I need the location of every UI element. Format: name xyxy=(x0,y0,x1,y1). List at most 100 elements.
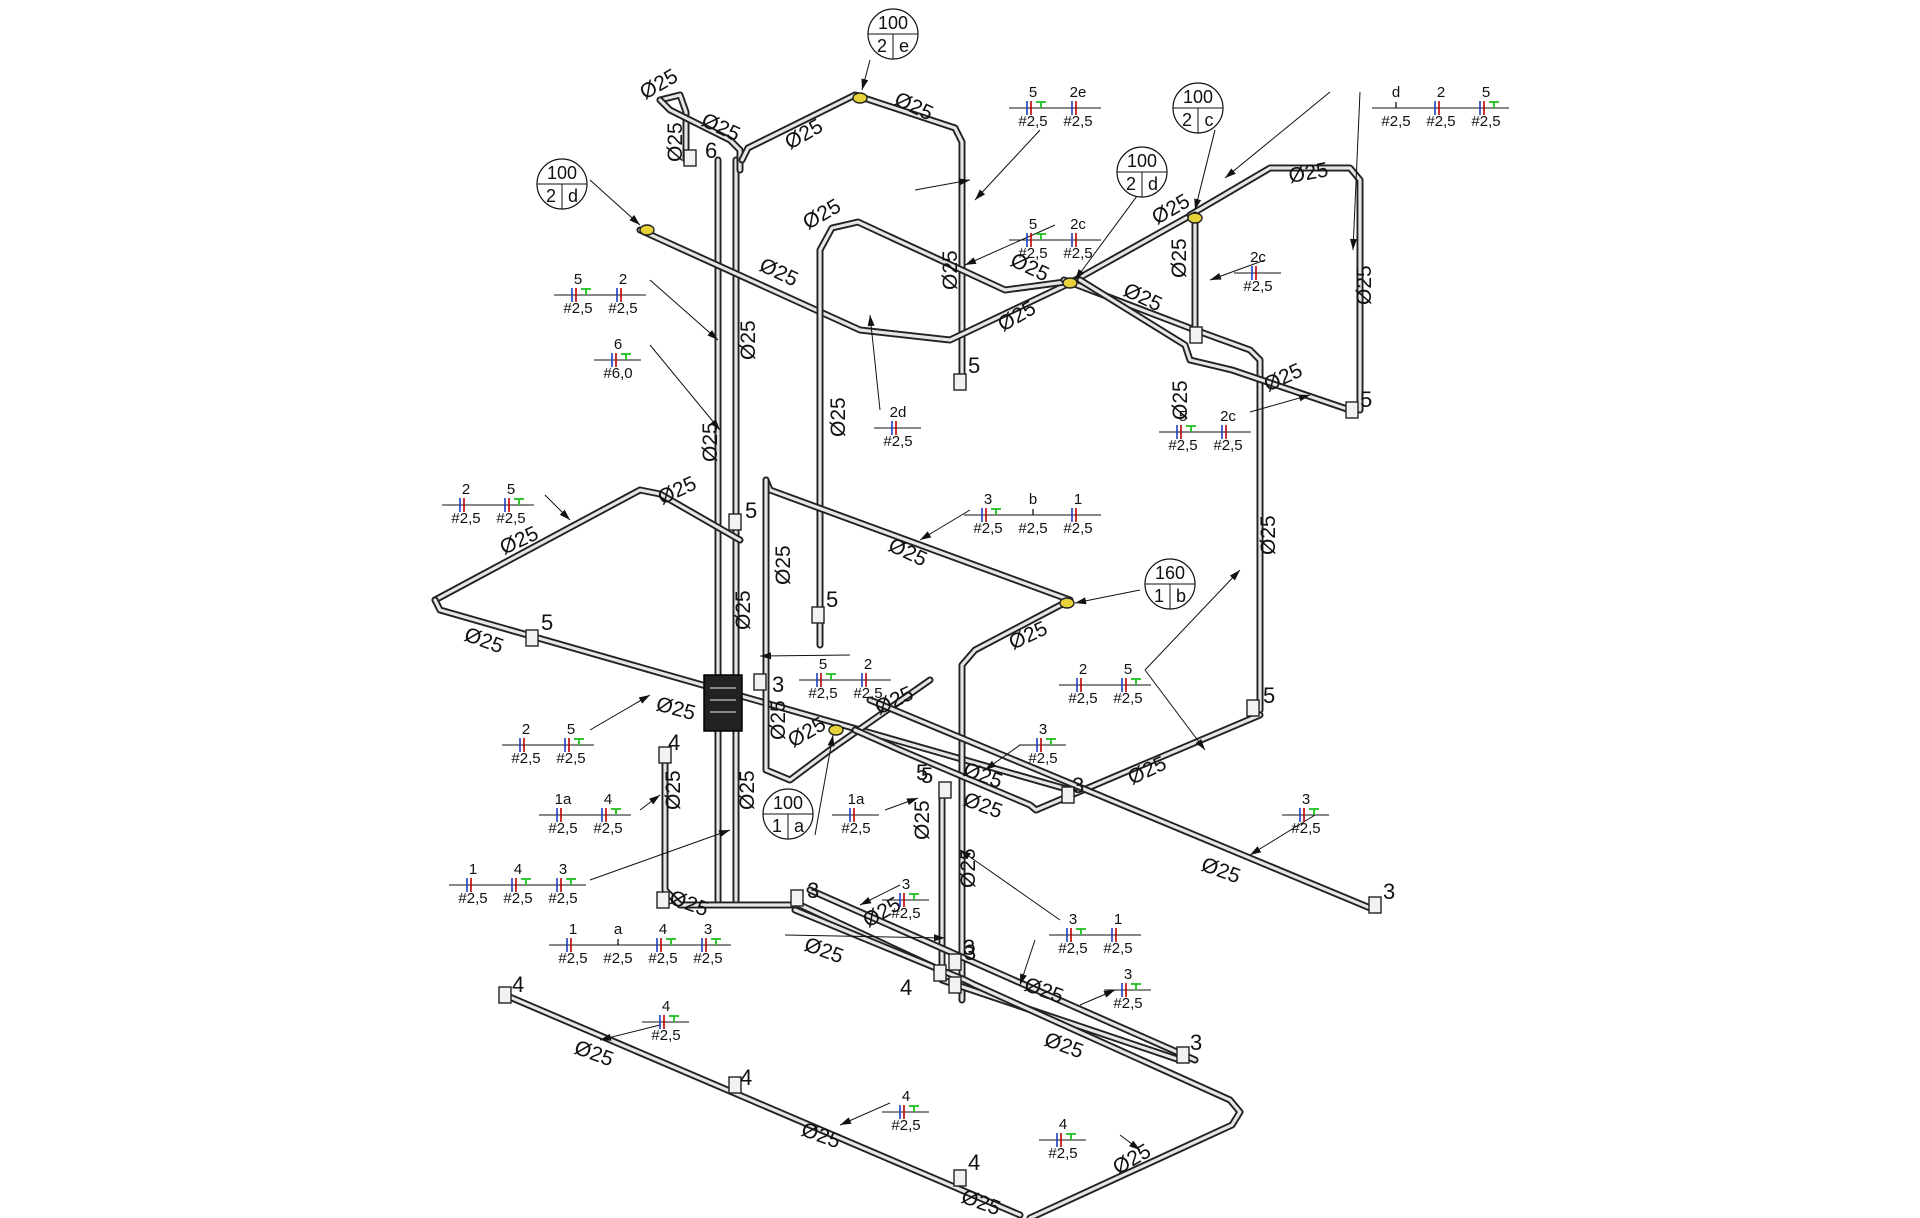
section-label: #2,5 xyxy=(1068,690,1097,707)
circuit-label: 5 xyxy=(574,271,582,288)
box-label: 3 xyxy=(963,935,975,960)
cable-annotation: 3#2,5 xyxy=(1104,966,1151,1012)
luminaire-switch: d xyxy=(568,186,578,206)
section-label: #2,5 xyxy=(1018,113,1047,130)
conduit-label: Ø25 xyxy=(885,534,931,572)
box-label: 3 xyxy=(964,940,976,965)
outlet-box xyxy=(933,964,947,982)
luminaire-symbol: 100 2 e xyxy=(867,8,919,60)
box-label: 5 xyxy=(541,610,553,635)
circuit-label: 3 xyxy=(1069,911,1077,928)
luminaire-point xyxy=(1062,277,1078,289)
conduit-run-core xyxy=(818,220,1082,647)
leader-arrowhead xyxy=(906,798,918,806)
outlet-box xyxy=(948,953,962,971)
conduit-runs xyxy=(431,91,1379,1218)
outlet-box xyxy=(753,673,767,691)
conduit-run xyxy=(431,486,744,604)
conduit-run-core xyxy=(868,698,1377,912)
cable-annotation: 2#2,55#2,5 xyxy=(502,721,594,767)
conduit-label: Ø25 xyxy=(911,800,934,840)
section-label: #2,5 xyxy=(1048,1145,1077,1162)
circuit-label: a xyxy=(614,921,623,938)
luminaire-symbol: 100 1 a xyxy=(762,788,814,840)
leader-arrowhead xyxy=(960,850,972,860)
conduit-label: Ø25 xyxy=(827,397,850,437)
outlet-box xyxy=(728,513,742,531)
section-label: #2,5 xyxy=(1113,995,1142,1012)
section-label: #2,5 xyxy=(1063,245,1092,262)
circuit-label: 2 xyxy=(1437,84,1445,101)
section-label: #2,5 xyxy=(1471,113,1500,130)
luminaire-switch: e xyxy=(899,36,909,56)
outlet-box xyxy=(953,1169,967,1187)
cable-annotation-group: 5#2,52e#2,55#2,52c#2,5d#2,52#2,55#2,52c#… xyxy=(442,84,1509,1162)
conduit-label: Ø25 xyxy=(1021,973,1066,1008)
leader-line xyxy=(1194,129,1216,211)
box-label: 5 xyxy=(968,353,980,378)
circuit-label: 2e xyxy=(1070,84,1087,101)
section-label: #2,5 xyxy=(841,820,870,837)
box-label: 3 xyxy=(772,672,784,697)
circuit-label: 5 xyxy=(819,656,827,673)
outlet-box xyxy=(728,1076,742,1094)
section-label: #2,5 xyxy=(853,685,882,702)
leader-arrowhead xyxy=(1020,973,1027,985)
section-label: #6,0 xyxy=(603,365,632,382)
leader-line xyxy=(589,179,641,226)
box-label: 5 xyxy=(916,760,928,785)
leader-arrowhead xyxy=(638,695,650,704)
leader-arrowhead xyxy=(965,257,977,265)
outlet-box xyxy=(658,746,672,764)
cable-annotation: 1#2,5a#2,54#2,53#2,5 xyxy=(549,921,731,967)
conduit-run-core xyxy=(808,888,1197,1062)
outlet-box xyxy=(498,986,512,1004)
conduit-label: Ø25 xyxy=(737,320,760,360)
cable-annotation: 3#2,5 xyxy=(1282,791,1329,837)
luminaire-points xyxy=(639,92,1203,736)
outlet-box xyxy=(948,976,962,994)
luminaire-switch: b xyxy=(1176,586,1186,606)
outlet-box xyxy=(790,889,804,907)
section-label: #2,5 xyxy=(883,433,912,450)
leader-arrowhead xyxy=(840,1117,852,1125)
section-label: #2,5 xyxy=(496,510,525,527)
conduit-label: Ø25 xyxy=(664,122,687,162)
leader-line xyxy=(1224,91,1331,179)
leader-arrowhead xyxy=(920,531,932,540)
luminaire-circuit: 2 xyxy=(877,36,887,56)
leader-line xyxy=(649,279,719,341)
outlet-box xyxy=(525,629,539,647)
circuit-label: 3 xyxy=(1039,721,1047,738)
circuit-label: 4 xyxy=(662,998,670,1015)
box-label: 4 xyxy=(900,975,912,1000)
outlet-box xyxy=(1368,896,1382,914)
circuit-label: 4 xyxy=(1059,1116,1067,1133)
luminaire-circuit: 2 xyxy=(546,186,556,206)
luminaire-point xyxy=(828,724,844,736)
luminaire-symbol: 100 2 c xyxy=(1172,82,1224,134)
section-label: #2,5 xyxy=(891,1117,920,1134)
cable-annotation: 3#2,5 xyxy=(1019,721,1066,767)
circuit-label: b xyxy=(1029,491,1037,508)
luminaire-symbol: 160 1 b xyxy=(1144,558,1196,610)
box-label: 3 xyxy=(1190,1030,1202,1055)
circuit-label: 1 xyxy=(1074,491,1082,508)
luminaire-symbol: 100 2 d xyxy=(536,158,588,210)
outlet-box xyxy=(1061,786,1075,804)
luminaire-switch: c xyxy=(1205,110,1214,130)
cable-annotation: 4 #2,5 xyxy=(1039,1116,1086,1162)
circuit-label: 4 xyxy=(659,921,667,938)
circuit-label: 5 xyxy=(567,721,575,738)
section-label: #2,5 xyxy=(511,750,540,767)
conduit-run-core xyxy=(940,788,1182,1062)
leader-line xyxy=(1074,589,1141,604)
section-label: #2,5 xyxy=(1018,520,1047,537)
cable-annotation: 3#2,5b#2,51#2,5 xyxy=(964,491,1101,537)
conduit-run-core xyxy=(663,758,942,972)
cable-annotation: 1a#2,5 xyxy=(832,791,879,837)
circuit-label: 2c xyxy=(1220,408,1236,425)
box-label: 3 xyxy=(807,878,819,903)
box-label: 6 xyxy=(705,138,717,163)
